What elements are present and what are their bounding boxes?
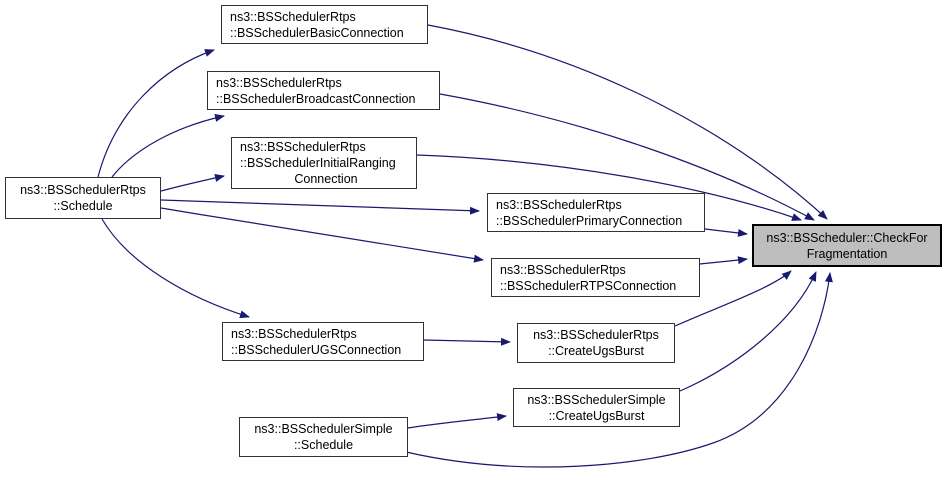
node-label-line: ::CreateUgsBurst [548,408,645,423]
node-bsscheduler-basic-connection[interactable]: ns3::BSSchedulerRtps ::BSSchedulerBasicC… [221,5,428,44]
node-bsschedulersimple-create-ugs-burst[interactable]: ns3::BSSchedulerSimple ::CreateUgsBurst [513,388,680,427]
node-label-line: ns3::BSSchedulerRtps [231,326,357,341]
node-label-line: ns3::BSSchedulerRtps [20,183,146,197]
node-label-line: ::Schedule [53,199,113,213]
node-bsscheduler-ugs-connection[interactable]: ns3::BSSchedulerRtps ::BSSchedulerUGSCon… [222,322,424,361]
edge-ugs-connection-to-rtps-create-ugs [423,337,511,346]
node-label-line: Fragmentation [806,246,888,261]
node-label-line: ns3::BSSchedulerRtps [500,262,626,277]
node-bsscheduler-rtps-connection[interactable]: ns3::BSSchedulerRtps ::BSSchedulerRTPSCo… [491,258,700,297]
node-bsscheduler-initial-ranging-connection[interactable]: ns3::BSSchedulerRtps ::BSSchedulerInitia… [231,137,417,189]
node-label-line: ns3::BSScheduler::CheckFor [766,230,928,245]
node-label-line: ns3::BSSchedulerSimple [527,392,666,407]
edge-primary-connection-to-check-fragmentation [704,228,748,237]
node-label-line: ::CreateUgsBurst [548,344,644,358]
node-label-line: ::BSSchedulerInitialRanging [240,156,396,170]
node-label-line: Connection [294,172,358,186]
edge-schedule-to-broadcast-connection [111,114,225,178]
node-label-line: ns3::BSSchedulerRtps [216,75,342,90]
node-bsscheduler-broadcast-connection[interactable]: ns3::BSSchedulerRtps ::BSSchedulerBroadc… [207,71,440,110]
node-label-line: ::Schedule [293,438,354,452]
node-label-line: ns3::BSSchedulerSimple [254,422,393,436]
edge-schedule-to-basic-connection [97,49,215,178]
node-label-line: ::BSSchedulerBasicConnection [230,25,404,40]
edge-schedule-to-initial-ranging [160,174,225,192]
node-bsschedulerrtps-create-ugs-burst[interactable]: ns3::BSSchedulerRtps ::CreateUgsBurst [517,323,675,363]
node-label-line: ns3::BSSchedulerRtps [533,328,659,342]
node-label-line: ns3::BSSchedulerRtps [230,9,356,24]
edge-basic-connection-to-check-fragmentation [427,24,828,220]
edge-schedule-to-primary-connection [160,199,480,215]
node-bsschedulerrtps-schedule[interactable]: ns3::BSSchedulerRtps ::Schedule [5,177,161,219]
node-label-line: ::BSSchedulerBroadcastConnection [216,91,416,106]
node-label-line: ns3::BSSchedulerRtps [496,197,622,212]
edge-simple-schedule-to-check-fragmentation [405,272,833,468]
edge-schedule-to-ugs-connection [101,218,250,319]
node-label-line: ::BSSchedulerPrimaryConnection [496,213,683,228]
node-bsscheduler-primary-connection[interactable]: ns3::BSSchedulerRtps ::BSSchedulerPrimar… [487,193,705,232]
node-bsscheduler-check-for-fragmentation: ns3::BSScheduler::CheckFor Fragmentation [752,224,942,267]
node-label-line: ::BSSchedulerUGSConnection [231,342,402,357]
edge-schedule-to-rtps-connection [160,207,484,263]
edge-rtps-connection-to-check-fragmentation [699,256,748,265]
node-bsschedulersimple-schedule[interactable]: ns3::BSSchedulerSimple ::Schedule [239,417,408,457]
edge-simple-create-ugs-to-check-fragmentation [679,271,817,392]
node-label-line: ::BSSchedulerRTPSConnection [500,278,677,293]
edge-simple-schedule-to-simple-create-ugs [407,413,507,429]
node-label-line: ns3::BSSchedulerRtps [240,140,366,154]
